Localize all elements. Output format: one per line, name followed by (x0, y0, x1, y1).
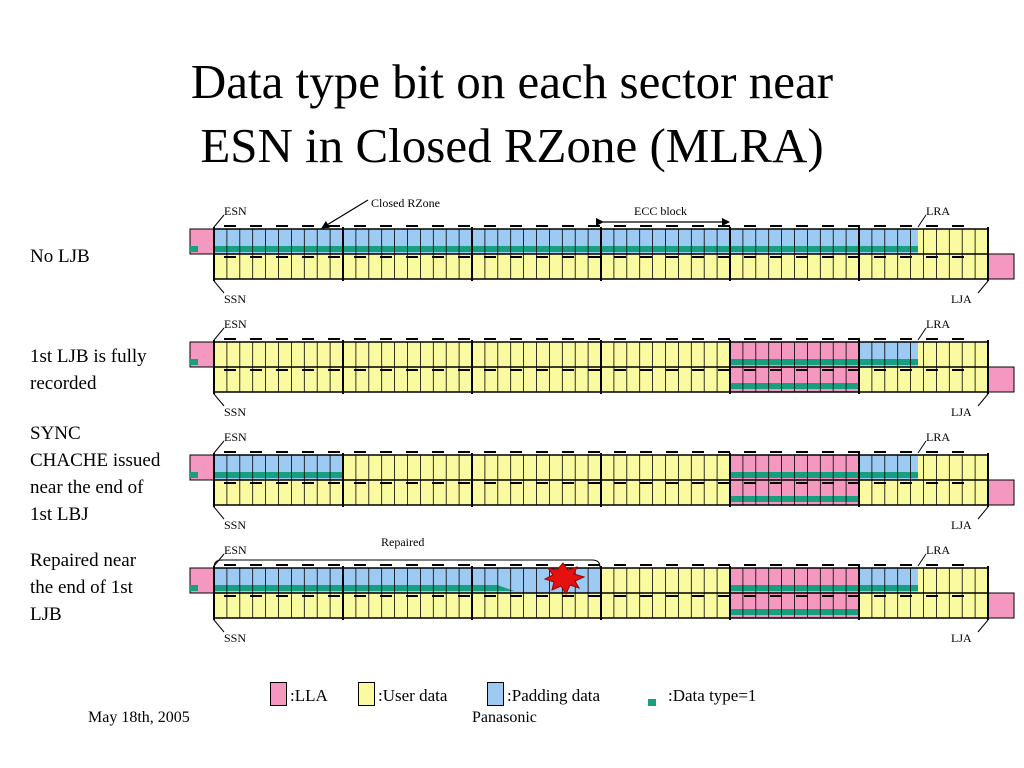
lra-pointer (917, 214, 927, 228)
row-label-first-ljb: 1st LJB is fully recorded (30, 343, 147, 397)
footer-date: May 18th, 2005 (88, 709, 190, 726)
left-data-type-mark (190, 585, 198, 591)
row-label-line: near the end of (30, 477, 144, 498)
padding-data-swatch (487, 682, 504, 706)
esn-label: ESN (224, 317, 247, 331)
esn-label: ESN (224, 430, 247, 444)
row-label-line: SYNC (30, 423, 81, 444)
legend-label-padding-data: Padding data (511, 686, 601, 705)
lja-label: LJA (951, 631, 972, 645)
legend-label-lla: LLA (294, 686, 328, 705)
user-data-swatch (358, 682, 375, 706)
ssn-label: SSN (224, 292, 246, 306)
lla-swatch (270, 682, 287, 706)
closed-rzone-label: Closed RZone (371, 196, 440, 210)
sector-segment-top (600, 568, 730, 593)
ssn-label: SSN (224, 518, 246, 532)
row-label-line: 1st LJB is fully (30, 346, 147, 367)
data-type-stripe-top (859, 472, 918, 478)
ssn-label: SSN (224, 405, 246, 419)
data-type-stripe-top (859, 585, 918, 591)
repaired-label: Repaired (381, 535, 424, 549)
esn-label: ESN (224, 543, 247, 557)
footer-company: Panasonic (472, 709, 537, 726)
right-lla-stub (987, 366, 1015, 393)
legend-sep: : (668, 686, 673, 705)
right-lla-stub (987, 253, 1015, 280)
data-type-stripe-top (859, 359, 918, 365)
lra-pointer (917, 327, 927, 341)
row-label-line: the end of 1st (30, 577, 133, 598)
row-label-no-ljb: No LJB (30, 243, 90, 270)
legend-sep: : (378, 686, 383, 705)
lja-label: LJA (951, 518, 972, 532)
row-label-sync-cache: SYNC CHACHE issued near the end of 1st L… (30, 420, 160, 528)
lja-pointer (977, 393, 989, 407)
lja-label: LJA (951, 292, 972, 306)
lra-label: LRA (926, 317, 950, 331)
legend-label-user-data: User data (382, 686, 448, 705)
repaired-bracket (213, 559, 601, 568)
sector-segment-top (918, 229, 988, 254)
esn-pointer (213, 440, 225, 454)
sector-segment-top (918, 455, 988, 480)
lra-pointer (917, 553, 927, 567)
data-type-stripe-top (214, 246, 918, 252)
left-data-type-mark (190, 472, 198, 478)
sector-segment-top (918, 342, 988, 367)
sector-segment-top (918, 568, 988, 593)
esn-label: ESN (224, 204, 247, 218)
row-label-line: recorded (30, 373, 97, 394)
ecc-block-label: ECC block (634, 204, 687, 218)
ssn-label: SSN (224, 631, 246, 645)
esn-pointer (213, 327, 225, 341)
title-line-2: ESN in Closed RZone (MLRA) (200, 118, 824, 173)
title-line-1: Data type bit on each sector near (190, 54, 834, 109)
legend: :LLA :User data :Padding data :Data type… (0, 682, 1024, 710)
legend-sep: : (290, 686, 295, 705)
data-type-swatch (648, 699, 656, 706)
lra-label: LRA (926, 204, 950, 218)
lra-pointer (917, 440, 927, 454)
right-lla-stub (987, 479, 1015, 506)
row-label-line: CHACHE issued (30, 450, 161, 471)
ssn-pointer (213, 619, 225, 633)
row-label-line: LJB (30, 604, 62, 625)
row-label-repaired: Repaired near the end of 1st LJB (30, 547, 136, 628)
ssn-pointer (213, 506, 225, 520)
slide-title: Data type bit on each sector near ESN in… (0, 50, 1024, 178)
row-label-line: 1st LBJ (30, 504, 89, 525)
row-label-line: No LJB (30, 246, 90, 267)
right-lla-stub (987, 592, 1015, 619)
lja-pointer (977, 506, 989, 520)
legend-sep: : (507, 686, 512, 705)
lja-pointer (977, 280, 989, 294)
lra-label: LRA (926, 543, 950, 557)
lja-pointer (977, 619, 989, 633)
esn-pointer (213, 214, 225, 228)
lra-label: LRA (926, 430, 950, 444)
ssn-pointer (213, 393, 225, 407)
legend-label-data-type: Data type=1 (672, 686, 757, 705)
lja-label: LJA (951, 405, 972, 419)
data-type-stripe-top (214, 585, 600, 591)
row-label-line: Repaired near (30, 550, 137, 571)
repair-burst-icon (543, 562, 586, 596)
left-data-type-mark (190, 359, 198, 365)
left-data-type-mark (190, 246, 198, 252)
closed-rzone-pointer (321, 199, 369, 229)
ssn-pointer (213, 280, 225, 294)
